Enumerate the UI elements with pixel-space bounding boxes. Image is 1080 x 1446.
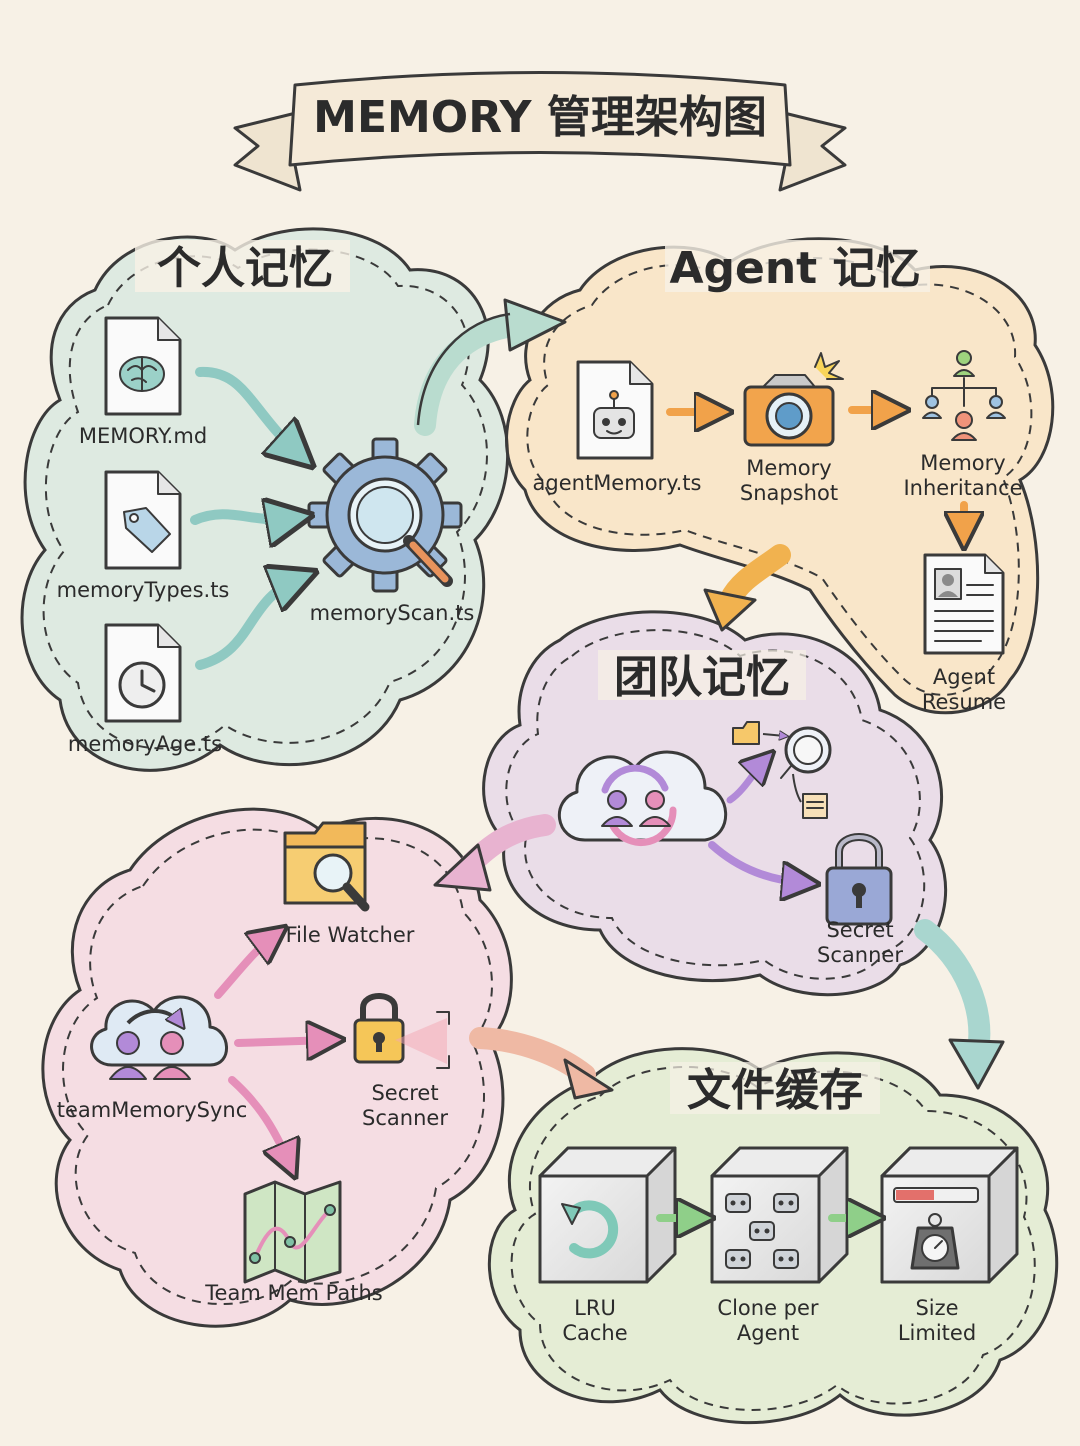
lru-label-1: LRU — [574, 1296, 616, 1320]
map-icon — [243, 1180, 342, 1284]
team-flow-arrows — [708, 760, 805, 883]
personal-region-title: 个人记忆 — [157, 243, 333, 294]
sync-secret-scanner-label-1: Secret — [371, 1081, 438, 1105]
memory-age-label: memoryAge.ts — [68, 732, 222, 756]
arrow-personal-to-agent — [414, 314, 531, 436]
team-sync-region — [41, 807, 513, 1328]
memory-snapshot-label-1: Memory — [746, 456, 831, 480]
camera-icon — [743, 352, 844, 447]
agent-resume-label-1: Agent — [933, 665, 995, 689]
memory-snapshot-label-2: Snapshot — [740, 481, 838, 505]
lru-label-2: Cache — [562, 1321, 627, 1345]
cloud-sync-icon — [558, 750, 728, 846]
team-sync-cloud-icon — [90, 995, 228, 1080]
memory-inheritance-label-2: Inheritance — [903, 476, 1022, 500]
size-label-2: Limited — [898, 1321, 976, 1345]
folder-scan-mini-icon — [732, 721, 832, 819]
agent-flow-arrows — [666, 410, 964, 535]
resume-icon — [923, 553, 1005, 655]
page-title: MEMORY 管理架构图 — [313, 92, 767, 143]
team-mem-paths-label: Team Mem Paths — [204, 1281, 382, 1305]
cache-region-title: 文件缓存 — [687, 1065, 863, 1116]
scanning-lock-icon — [353, 993, 450, 1069]
personal-flow-arrows — [190, 366, 300, 670]
folder-magnifier-icon — [283, 821, 370, 912]
clone-label-2: Agent — [737, 1321, 799, 1345]
team-region-title: 团队记忆 — [614, 652, 790, 703]
team-memory-sync-label: teamMemorySync — [57, 1098, 248, 1122]
padlock-icon — [825, 833, 893, 926]
agent-memory-region: Agent 记忆 — [505, 237, 1055, 715]
inter-region-arrows — [414, 298, 1005, 1100]
weight-cube-icon — [880, 1146, 1019, 1284]
team-secret-scanner-label-2: Scanner — [817, 943, 903, 967]
brain-file-icon — [104, 316, 182, 416]
memory-md-label: MEMORY.md — [79, 424, 207, 448]
sync-flow-arrows — [214, 935, 330, 1165]
arrow-team-to-cache — [914, 919, 991, 1061]
memory-types-label: memoryTypes.ts — [57, 578, 230, 602]
hierarchy-icon — [922, 350, 1006, 441]
sync-secret-scanner-label-2: Scanner — [362, 1106, 448, 1130]
team-sync-cloud-outline — [41, 807, 513, 1328]
clone-label-1: Clone per — [717, 1296, 819, 1320]
agent-memory-label: agentMemory.ts — [533, 471, 702, 495]
robot-file-icon — [576, 360, 654, 460]
gear-magnifier-icon — [307, 437, 463, 593]
agent-region-title: Agent 记忆 — [669, 243, 920, 294]
robots-cube-icon — [710, 1146, 849, 1284]
lru-cube-icon — [538, 1146, 677, 1284]
size-label-1: Size — [915, 1296, 958, 1320]
memory-scan-label: memoryScan.ts — [310, 601, 475, 625]
tag-file-icon — [104, 470, 182, 570]
memory-inheritance-label-1: Memory — [920, 451, 1005, 475]
clock-file-icon — [104, 623, 182, 723]
agent-resume-label-2: Resume — [922, 690, 1006, 714]
team-secret-scanner-label-1: Secret — [826, 918, 893, 942]
file-watcher-label: File Watcher — [286, 923, 415, 947]
title-banner: MEMORY 管理架构图 — [233, 71, 847, 192]
